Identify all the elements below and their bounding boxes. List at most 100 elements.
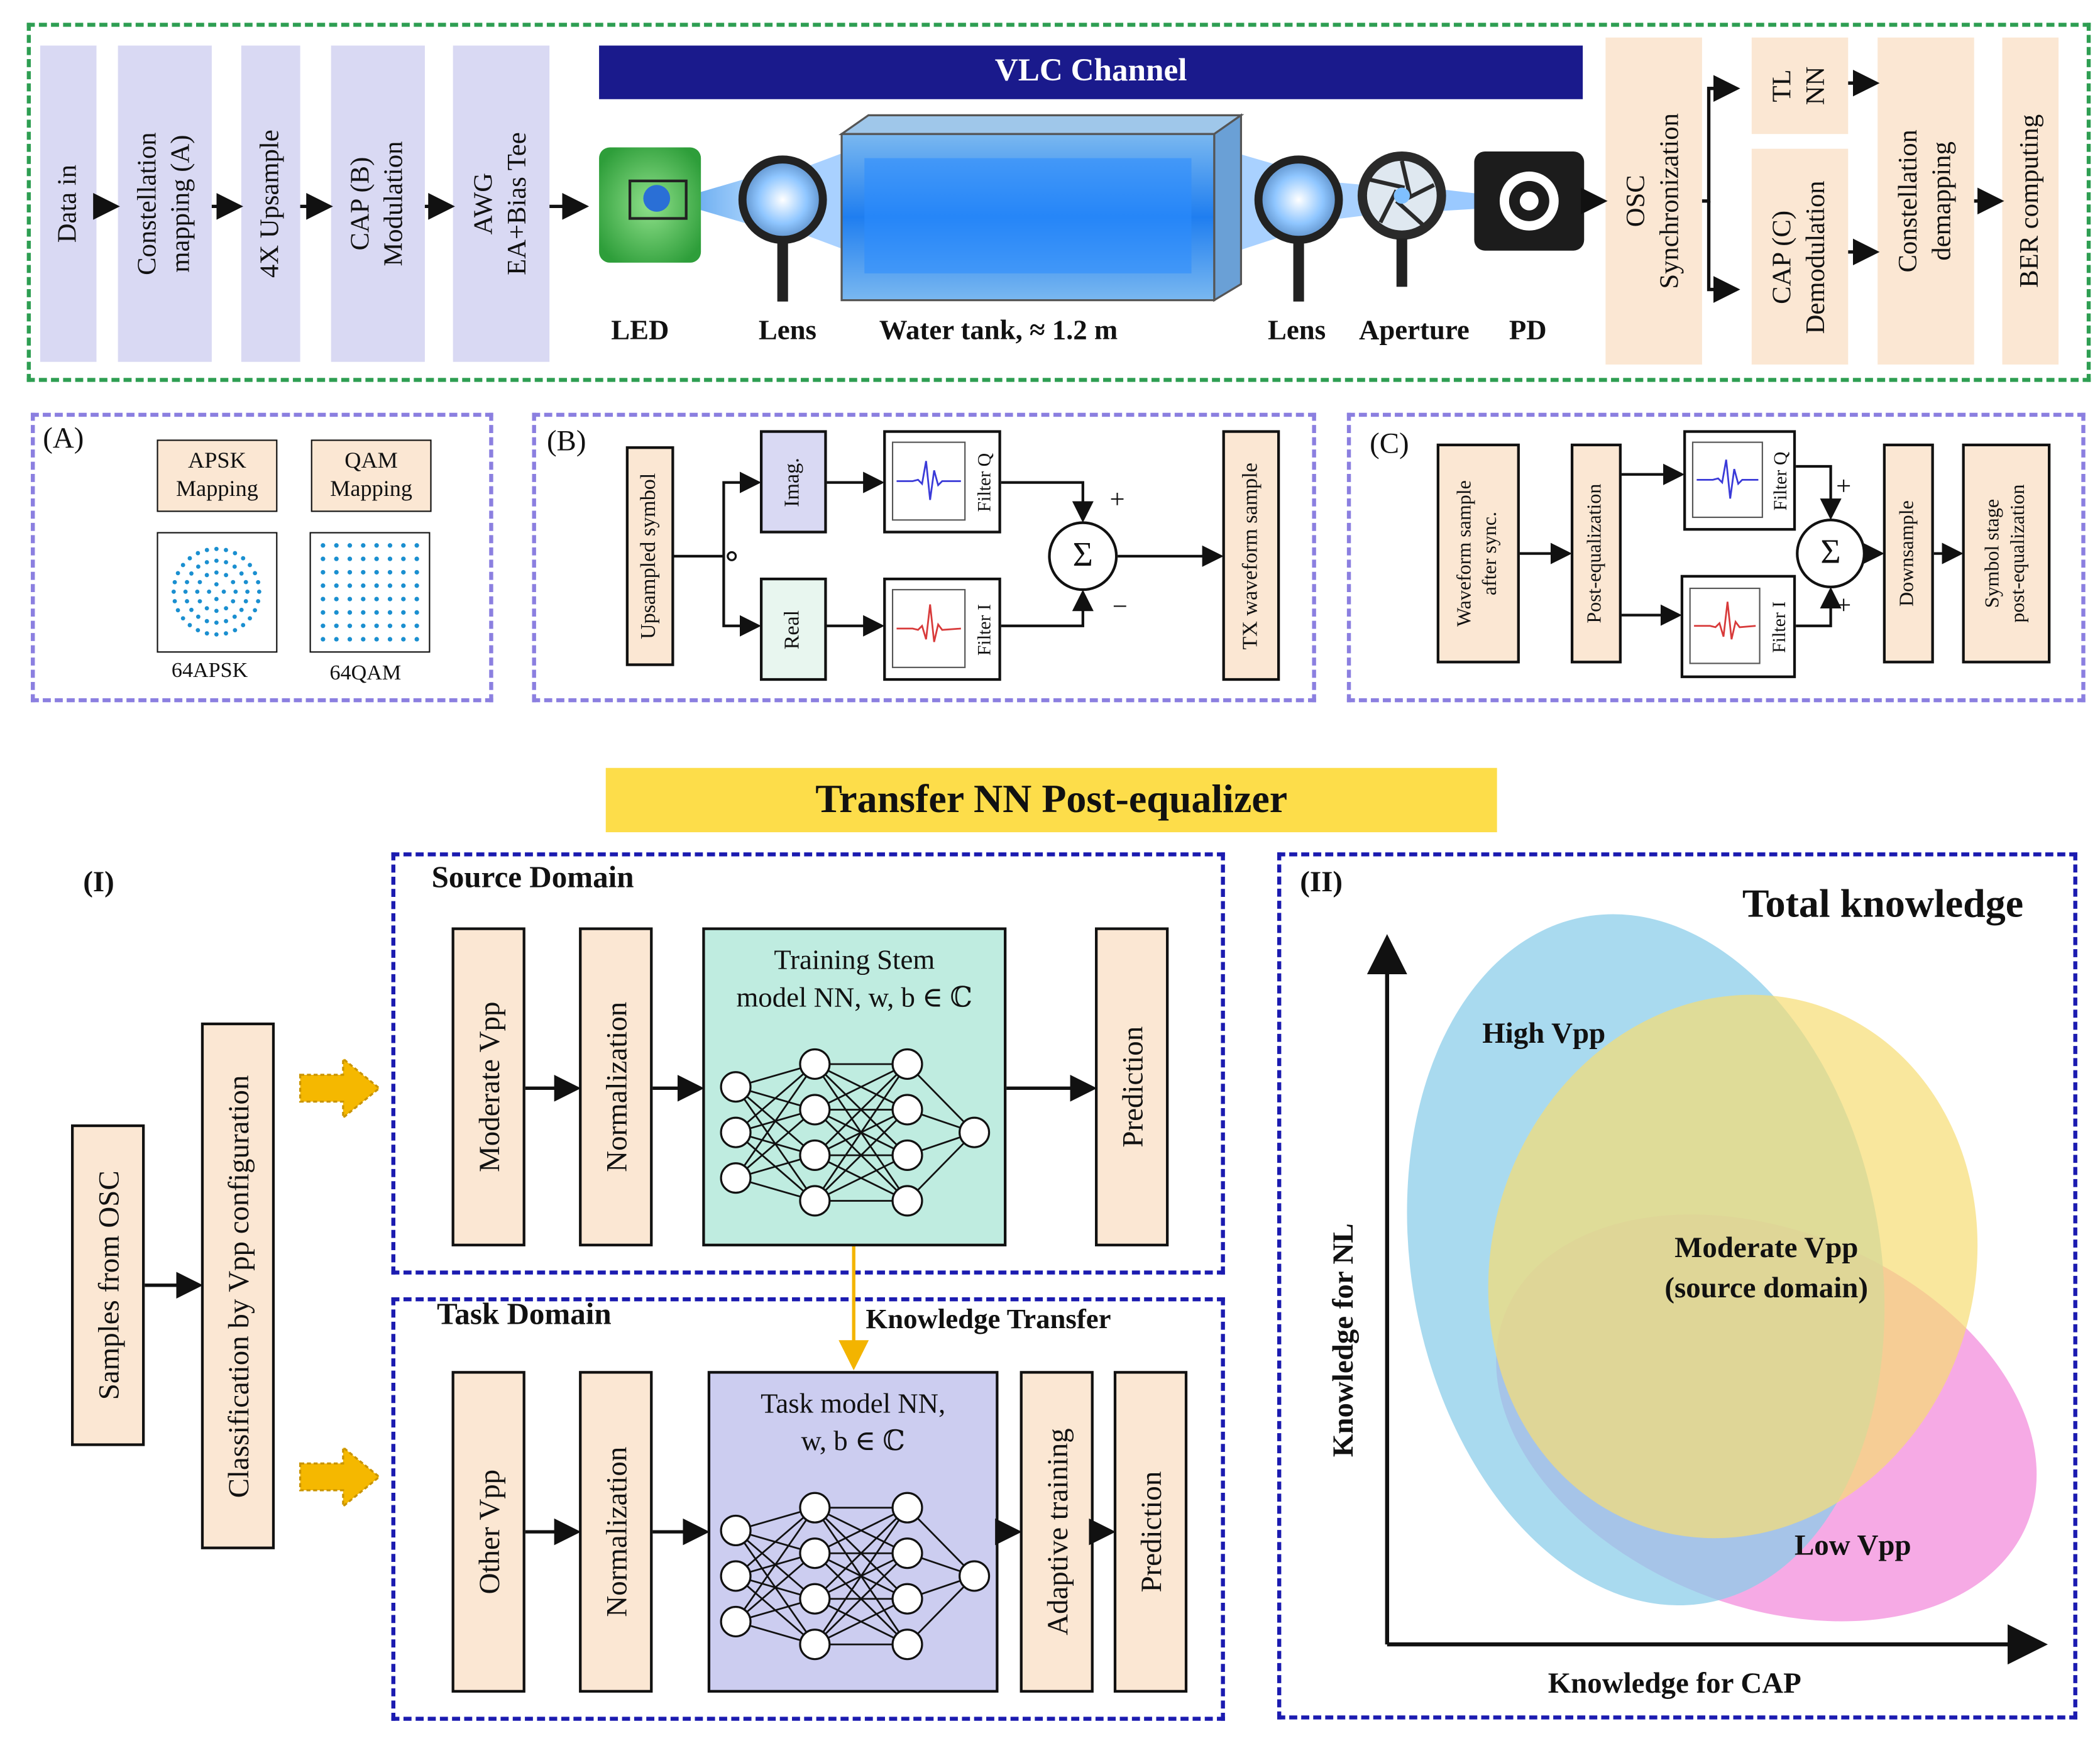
other-vpp-block: Other Vpp bbox=[451, 1371, 525, 1693]
source-domain-title: Source Domain bbox=[431, 860, 634, 894]
apsk-mapping-label: APSK Mapping bbox=[175, 448, 258, 502]
panel-ii-frame bbox=[1277, 852, 2077, 1720]
task-model-label: Task model NN, w, b ∈ ℂ bbox=[761, 1387, 946, 1458]
apsk-point bbox=[248, 616, 252, 621]
low-vpp-label: Low Vpp bbox=[1795, 1527, 1911, 1562]
apsk-point bbox=[189, 607, 194, 612]
qam-point bbox=[334, 610, 339, 615]
apsk-point bbox=[232, 614, 237, 619]
apsk-point bbox=[204, 560, 209, 564]
qam-point bbox=[347, 569, 353, 575]
qam-point bbox=[401, 637, 406, 642]
moderate-vpp-region bbox=[1488, 994, 1978, 1539]
qam-point bbox=[361, 596, 366, 602]
nn-node bbox=[891, 1185, 923, 1217]
tl-nn-block: TL NN bbox=[1751, 37, 1849, 135]
nn-edge bbox=[814, 1507, 908, 1554]
lens-2-label: Lens bbox=[1268, 313, 1326, 346]
qam-point bbox=[361, 543, 366, 548]
qam-point bbox=[401, 583, 406, 588]
task-domain-title: Task Domain bbox=[437, 1297, 612, 1331]
qam-point bbox=[361, 569, 366, 575]
apsk-point bbox=[231, 580, 236, 585]
qam-point bbox=[401, 610, 406, 615]
osc-sync-block: OSC Synchronization bbox=[1605, 37, 1702, 365]
nn-edge bbox=[906, 1507, 976, 1577]
qam-point bbox=[321, 556, 326, 561]
qam-point bbox=[347, 596, 353, 602]
apsk-point bbox=[214, 570, 219, 575]
apsk-point bbox=[214, 620, 219, 625]
nn-node bbox=[799, 1537, 831, 1569]
qam-point bbox=[321, 637, 326, 642]
panel-b-frame bbox=[532, 412, 1316, 703]
apsk-point bbox=[233, 589, 238, 594]
qam-point bbox=[414, 583, 419, 588]
qam-point bbox=[401, 624, 406, 629]
apsk-point bbox=[204, 631, 209, 636]
apsk-point bbox=[239, 607, 244, 612]
qam-point bbox=[387, 569, 393, 575]
qam-point bbox=[387, 637, 393, 642]
upsample-block: 4X Upsample bbox=[241, 45, 300, 362]
nn-node bbox=[720, 1560, 752, 1592]
qam-point bbox=[401, 569, 406, 575]
qam-point bbox=[387, 583, 393, 588]
nn-node bbox=[891, 1094, 923, 1126]
qam-point bbox=[414, 610, 419, 615]
qam-point bbox=[374, 569, 379, 575]
nn-node bbox=[720, 1514, 752, 1547]
qam-point bbox=[361, 637, 366, 642]
nn-edge bbox=[814, 1507, 908, 1600]
qam-point bbox=[347, 624, 353, 629]
nn-edge bbox=[735, 1507, 816, 1622]
apsk-mapping-block: APSK Mapping bbox=[157, 439, 278, 512]
qam-point bbox=[374, 624, 379, 629]
qam-point bbox=[321, 610, 326, 615]
qam-point bbox=[414, 637, 419, 642]
nn-node bbox=[799, 1492, 831, 1524]
apsk-point bbox=[233, 551, 238, 556]
nn-edge bbox=[735, 1507, 816, 1577]
apsk-point bbox=[224, 547, 228, 552]
cap-demod-block: CAP (C) Demodulation bbox=[1751, 148, 1849, 365]
apsk-point bbox=[204, 606, 209, 611]
nn-edge bbox=[814, 1063, 908, 1202]
qam-point bbox=[361, 624, 366, 629]
filter-q-block-c: Filter Q bbox=[1683, 430, 1796, 531]
apsk-point bbox=[214, 596, 219, 602]
apsk-point bbox=[245, 589, 250, 594]
filter-q-waveform-c bbox=[1691, 441, 1763, 519]
qam-point bbox=[414, 596, 419, 602]
filter-q-block-b: Filter Q bbox=[883, 430, 1001, 534]
apsk-point bbox=[224, 560, 228, 564]
nn-node bbox=[891, 1537, 923, 1569]
apsk-point bbox=[207, 589, 212, 594]
apsk-point bbox=[256, 589, 261, 594]
apsk-constellation bbox=[157, 532, 278, 653]
data-in-block: Data in bbox=[40, 45, 97, 362]
demapping-block: Constellation demapping bbox=[1877, 37, 1974, 365]
nn-node bbox=[959, 1116, 991, 1148]
filter-i-waveform-c bbox=[1689, 587, 1761, 664]
task-network-graph bbox=[720, 1492, 991, 1661]
apsk-point bbox=[224, 618, 228, 624]
apsk-point bbox=[239, 571, 244, 576]
nn-edge bbox=[906, 1575, 976, 1646]
sum-symbol-b: Σ bbox=[1072, 534, 1093, 574]
apsk-point bbox=[189, 571, 194, 576]
apsk-caption: 64APSK bbox=[171, 659, 248, 683]
nn-edge bbox=[814, 1109, 908, 1202]
qam-point bbox=[401, 543, 406, 548]
apsk-point bbox=[195, 614, 201, 619]
qam-point bbox=[374, 583, 379, 588]
tx-waveform-block: TX waveform sample bbox=[1222, 430, 1280, 681]
apsk-point bbox=[214, 582, 219, 587]
qam-point bbox=[321, 596, 326, 602]
qam-point bbox=[387, 624, 393, 629]
qam-point bbox=[387, 610, 393, 615]
post-equalization-block: Post-equalization bbox=[1570, 443, 1622, 664]
nn-edge bbox=[735, 1063, 816, 1179]
qam-mapping-block: QAM Mapping bbox=[311, 439, 432, 512]
